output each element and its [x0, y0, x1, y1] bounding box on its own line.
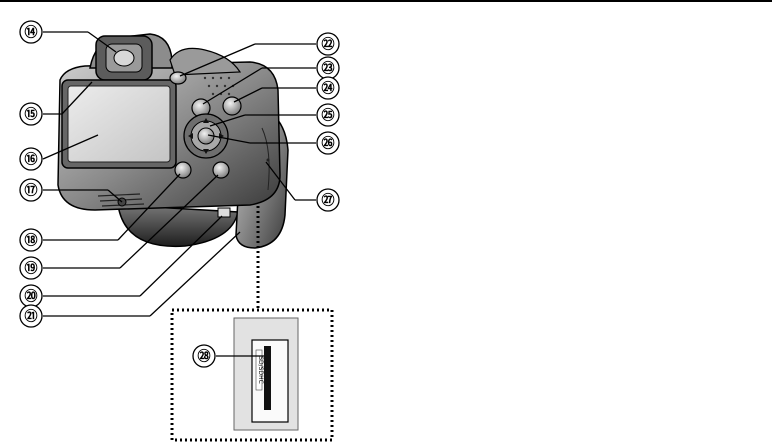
svg-text:⑲: ⑲: [24, 261, 37, 276]
svg-text:㉕: ㉕: [321, 108, 334, 123]
card-slot: [264, 346, 271, 410]
callout-15: ⑮: [20, 103, 42, 125]
svg-text:⑰: ⑰: [24, 183, 37, 198]
connector: [218, 208, 230, 217]
svg-text:⑱: ⑱: [24, 233, 37, 248]
svg-text:㉑: ㉑: [24, 309, 37, 324]
callout-24: ㉔: [317, 77, 339, 99]
svg-text:㉖: ㉖: [321, 136, 334, 151]
svg-text:㉔: ㉔: [321, 81, 334, 96]
callout-21: ㉑: [20, 305, 42, 327]
button-19: [213, 162, 229, 178]
callout-16: ⑯: [20, 148, 42, 170]
lcd-screen: [68, 86, 170, 162]
callout-18: ⑱: [20, 229, 42, 251]
callout-20: ⑳: [20, 285, 42, 307]
svg-text:⑯: ⑯: [24, 152, 37, 167]
callout-22: ㉒: [317, 33, 339, 55]
svg-text:㉗: ㉗: [321, 193, 334, 208]
callout-25: ㉕: [317, 104, 339, 126]
callout-17: ⑰: [20, 179, 42, 201]
callout-27: ㉗: [317, 189, 339, 211]
svg-text:⑮: ⑮: [24, 107, 37, 122]
svg-text:⑳: ⑳: [24, 289, 37, 304]
card-slot-label: SD/SDHC: [257, 356, 264, 384]
svg-text:㉘: ㉘: [197, 349, 210, 364]
callout-19: ⑲: [20, 257, 42, 279]
callout-14: ⑭: [20, 21, 42, 43]
button-18: [175, 162, 191, 178]
camera-illustration: [58, 34, 288, 248]
callout-28: ㉘: [193, 345, 215, 367]
callout-23: ㉓: [317, 57, 339, 79]
svg-text:㉓: ㉓: [321, 61, 334, 76]
callout-26: ㉖: [317, 132, 339, 154]
svg-text:⑭: ⑭: [24, 25, 37, 40]
svg-text:㉒: ㉒: [321, 37, 334, 52]
